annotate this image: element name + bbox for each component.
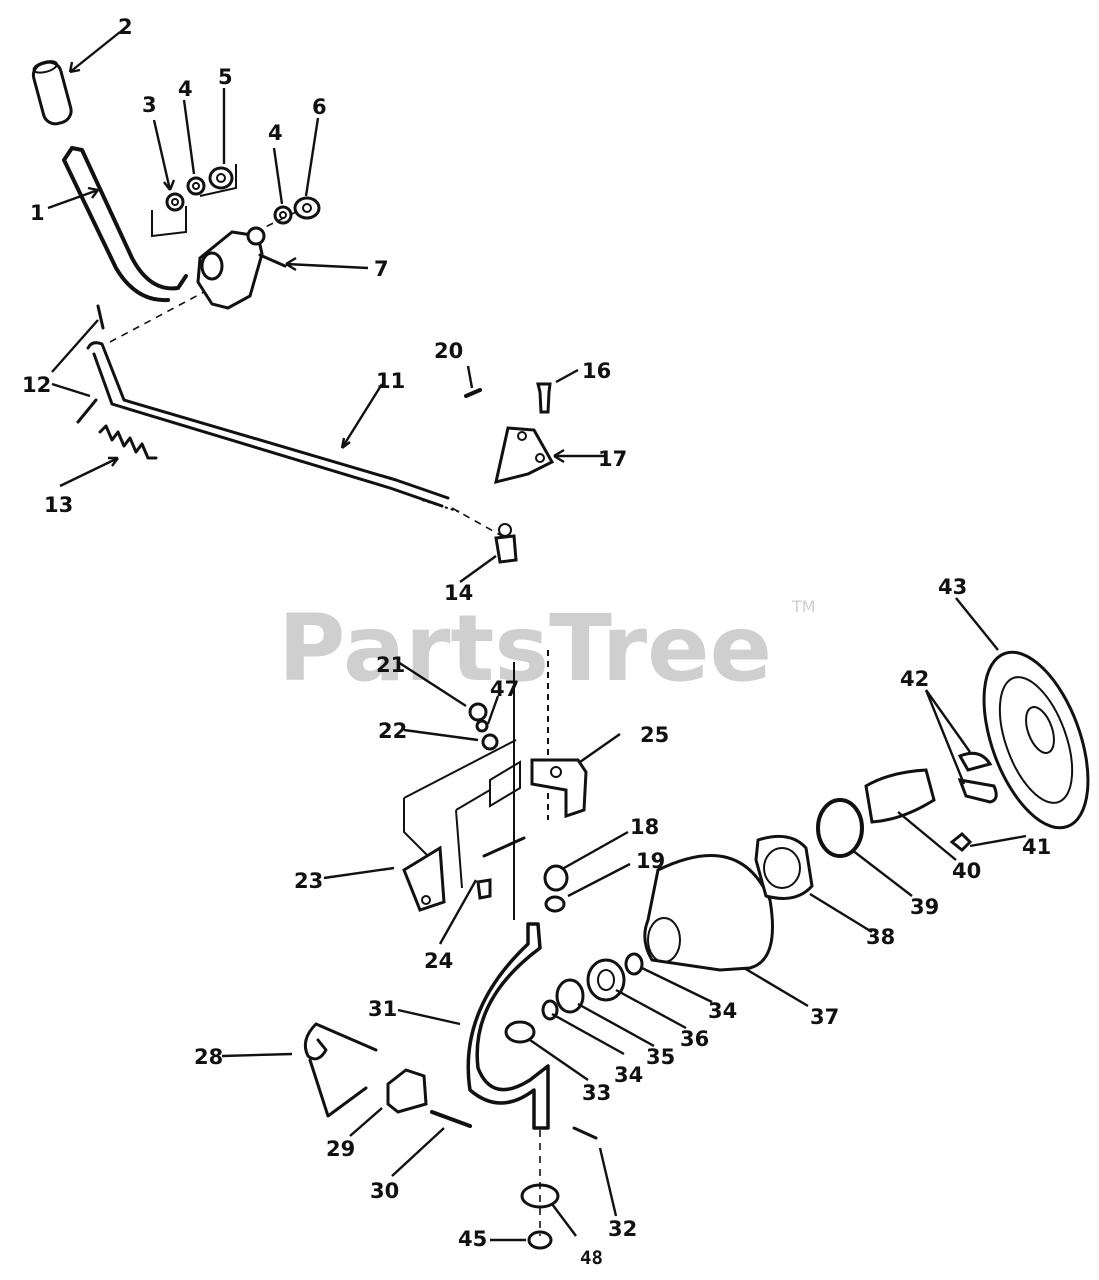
watermark-trademark: TM bbox=[791, 597, 816, 616]
callout-32: 32 bbox=[608, 1217, 637, 1241]
part-washer-4a bbox=[186, 176, 206, 196]
callout-40: 40 bbox=[952, 859, 981, 883]
callout-5: 5 bbox=[218, 65, 233, 89]
part-clip-32 bbox=[572, 1126, 598, 1140]
part-washer-34b bbox=[624, 952, 644, 976]
callout-2: 2 bbox=[118, 15, 133, 39]
callout-14: 14 bbox=[444, 581, 473, 605]
callout-21: 21 bbox=[376, 653, 405, 677]
callout-35: 35 bbox=[646, 1045, 675, 1069]
callout-17: 17 bbox=[598, 447, 627, 471]
callout-23: 23 bbox=[294, 869, 323, 893]
part-grip-2 bbox=[31, 60, 73, 126]
callout-41: 41 bbox=[1022, 835, 1051, 859]
callout-24: 24 bbox=[424, 949, 453, 973]
callout-37: 37 bbox=[810, 1005, 839, 1029]
part-bushing-5 bbox=[208, 166, 234, 190]
part-bracket-23 bbox=[402, 845, 446, 912]
part-clip-42b bbox=[957, 778, 998, 804]
callout-45: 45 bbox=[458, 1227, 487, 1251]
part-pulley-43 bbox=[982, 650, 1090, 830]
part-ring-35 bbox=[555, 978, 585, 1014]
part-spring-13 bbox=[98, 424, 158, 460]
part-washer-47 bbox=[475, 719, 489, 733]
callout-19: 19 bbox=[636, 849, 665, 873]
callout-6: 6 bbox=[312, 95, 327, 119]
callout-1: 1 bbox=[30, 201, 45, 225]
part-block-29 bbox=[386, 1068, 428, 1114]
part-lever-1 bbox=[62, 146, 188, 303]
part-sleeve-40 bbox=[864, 768, 936, 824]
part-rod-11 bbox=[86, 341, 450, 508]
callout-3: 3 bbox=[142, 93, 157, 117]
part-bracket-25 bbox=[530, 758, 588, 819]
callout-43: 43 bbox=[938, 575, 967, 599]
part-spring-28 bbox=[303, 1022, 378, 1118]
callout-48: 48 bbox=[580, 1247, 603, 1269]
callout-12: 12 bbox=[22, 373, 51, 397]
part-pin-12b bbox=[76, 398, 98, 424]
part-nut-45 bbox=[527, 1230, 553, 1250]
part-spacer-33 bbox=[504, 1020, 536, 1044]
part-bearing-36 bbox=[586, 958, 626, 1002]
callout-18: 18 bbox=[630, 815, 659, 839]
part-pulley-37 bbox=[643, 854, 774, 972]
callout-labels: 1 2 3 4 5 4 6 7 11 12 13 14 16 17 18 19 … bbox=[22, 15, 1051, 1269]
part-ring-39 bbox=[816, 798, 864, 858]
callout-11: 11 bbox=[376, 369, 405, 393]
part-plate-17 bbox=[494, 426, 555, 485]
part-nut-21 bbox=[468, 702, 488, 722]
part-pin-20 bbox=[464, 388, 482, 398]
callout-29: 29 bbox=[326, 1137, 355, 1161]
part-nut-18 bbox=[543, 864, 569, 892]
callout-16: 16 bbox=[582, 359, 611, 383]
part-pin-30 bbox=[430, 1110, 472, 1128]
part-bolt-24 bbox=[482, 836, 526, 858]
part-bolt-16 bbox=[536, 382, 552, 414]
leader-lines bbox=[47, 31, 1027, 1242]
callout-7: 7 bbox=[374, 257, 389, 281]
part-cotter-7 bbox=[258, 253, 287, 268]
callout-30: 30 bbox=[370, 1179, 399, 1203]
part-pivot-bracket bbox=[196, 230, 264, 310]
callout-34b: 34 bbox=[708, 999, 737, 1023]
callout-39: 39 bbox=[910, 895, 939, 919]
callout-38: 38 bbox=[866, 925, 895, 949]
callout-33: 33 bbox=[582, 1081, 611, 1105]
callout-28: 28 bbox=[194, 1045, 223, 1069]
part-washer-22 bbox=[481, 733, 499, 751]
part-arm-31 bbox=[466, 922, 550, 1130]
part-clip-42a bbox=[957, 751, 993, 772]
callout-31: 31 bbox=[368, 997, 397, 1021]
part-drawings bbox=[31, 60, 1090, 1250]
callout-13: 13 bbox=[44, 493, 73, 517]
callout-47: 47 bbox=[490, 677, 519, 701]
callout-4b: 4 bbox=[268, 121, 283, 145]
callout-4a: 4 bbox=[178, 77, 193, 101]
callout-34a: 34 bbox=[614, 1063, 643, 1087]
part-trunnion-14 bbox=[494, 534, 518, 564]
callout-22: 22 bbox=[378, 719, 407, 743]
part-screw-41 bbox=[949, 831, 973, 853]
watermark-brand: PartsTree bbox=[278, 595, 772, 702]
callout-25: 25 bbox=[640, 723, 669, 747]
callout-36: 36 bbox=[680, 1027, 709, 1051]
part-bushing-6 bbox=[293, 196, 321, 220]
part-pin-12a bbox=[96, 304, 105, 330]
part-washer-4b bbox=[273, 205, 293, 225]
callout-42: 42 bbox=[900, 667, 929, 691]
part-washer-3 bbox=[165, 192, 185, 212]
callout-20: 20 bbox=[434, 339, 463, 363]
part-arm-23-outline bbox=[403, 739, 517, 889]
part-nut-19 bbox=[544, 895, 566, 913]
